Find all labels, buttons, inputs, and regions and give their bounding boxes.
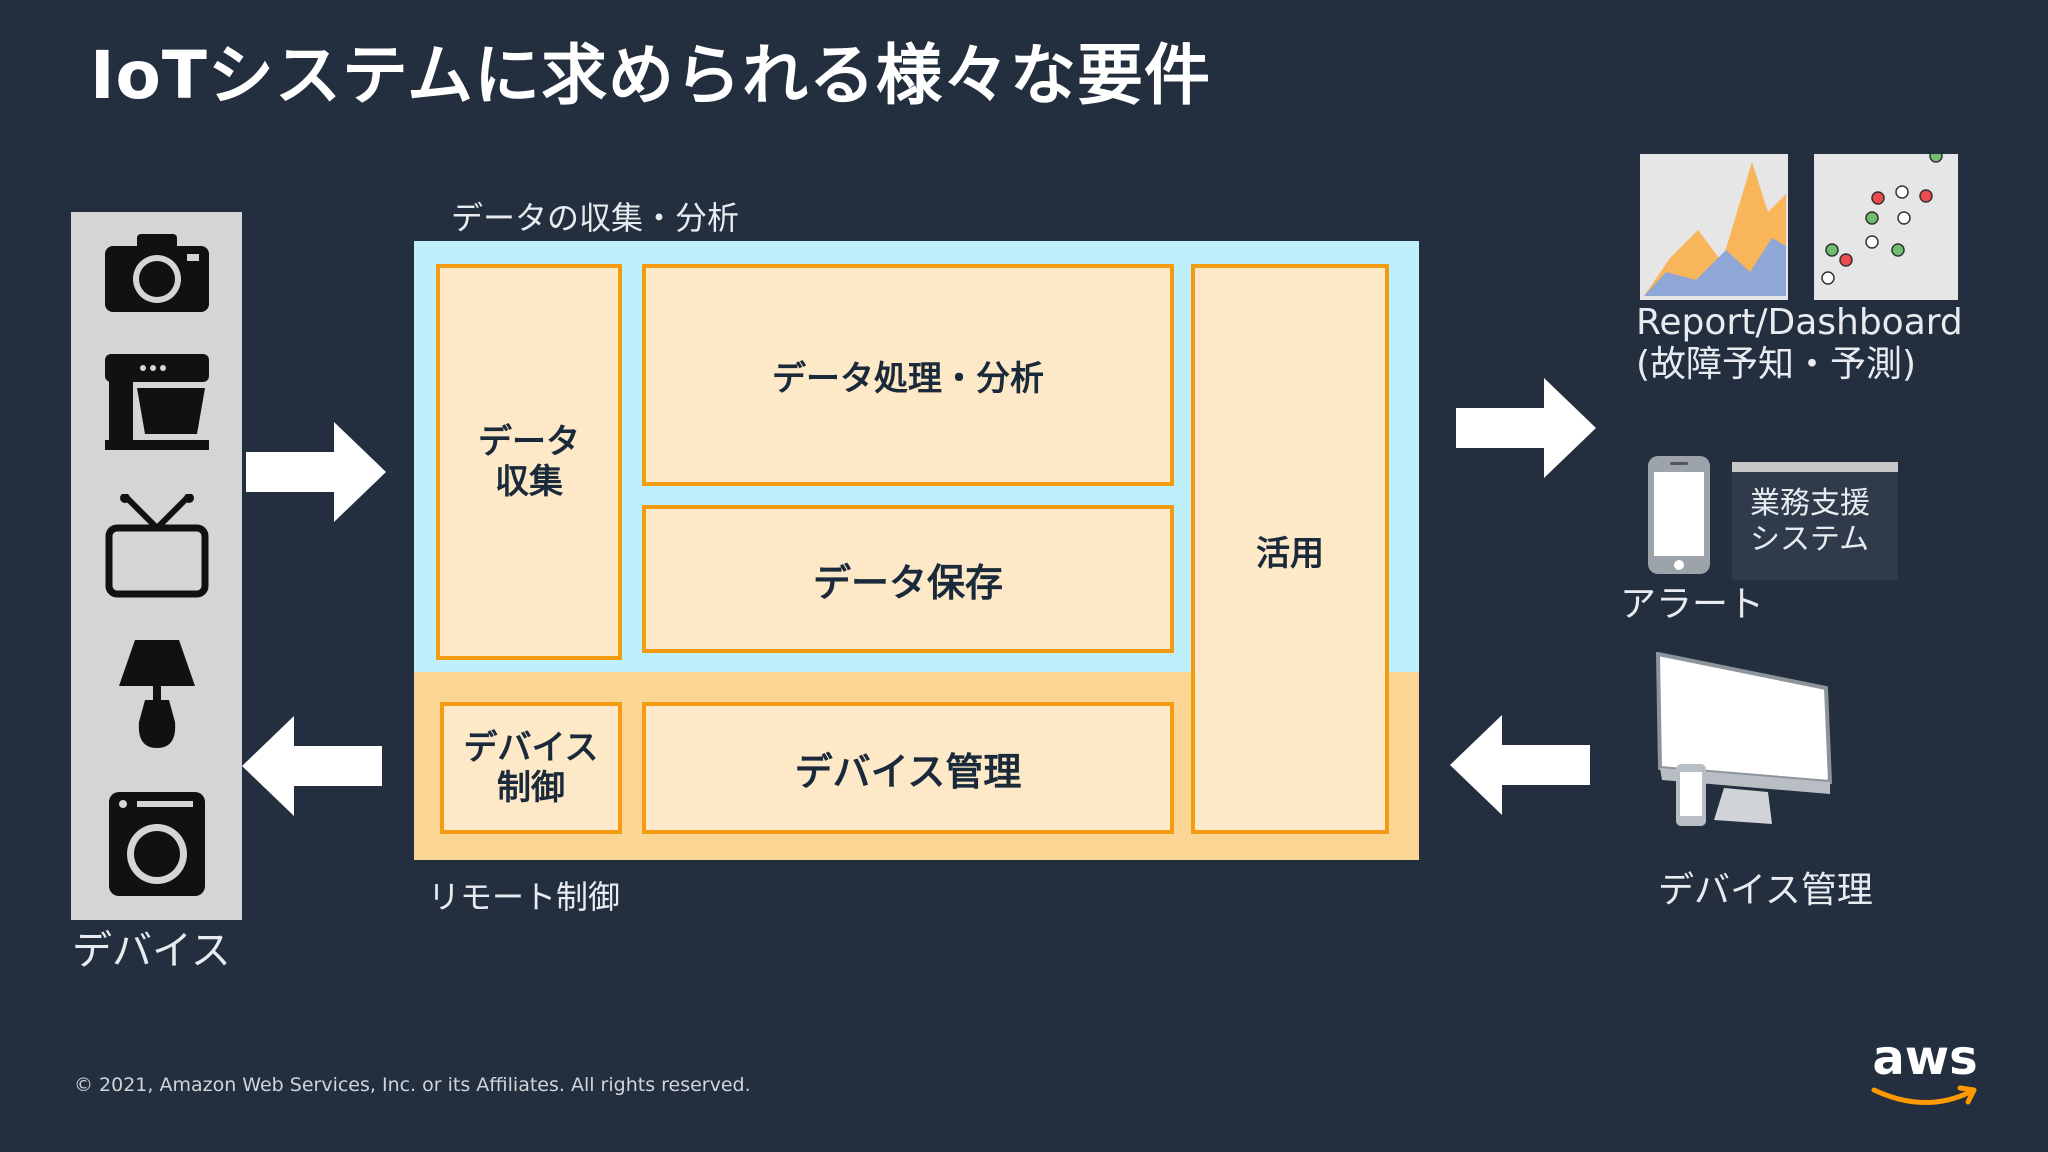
box-utilization: 活用 <box>1191 264 1389 834</box>
box-device-management: デバイス管理 <box>642 702 1174 834</box>
aws-smile-icon <box>1871 1085 1977 1105</box>
arrow-right-to-cloud <box>246 422 386 522</box>
box-data-processing: データ処理・分析 <box>642 264 1174 486</box>
smartphone-icon <box>1648 456 1710 578</box>
failure-prediction-label: (故障予知・予測) <box>1636 344 1917 385</box>
lamp-icon <box>71 640 242 748</box>
arrow-left-from-management <box>1450 715 1590 815</box>
camera-icon <box>71 232 242 312</box>
arrow-right-to-outputs <box>1456 378 1596 478</box>
area-chart-icon <box>1640 154 1788 304</box>
device-column <box>71 212 242 920</box>
arrow-left-to-devices <box>242 716 382 816</box>
page-title: IoTシステムに求められる様々な要件 <box>90 37 1211 114</box>
stand-mixer-icon <box>71 354 242 450</box>
alert-label: アラート <box>1620 584 1765 625</box>
box-device-management-label: デバイス管理 <box>794 749 1022 794</box>
window-title-bar <box>1732 462 1898 472</box>
washing-machine-icon <box>71 792 242 896</box>
box-device-control: デバイス 制御 <box>440 702 622 834</box>
box-device-control-label: デバイス 制御 <box>463 728 599 808</box>
box-data-collection-label: データ 収集 <box>478 422 580 502</box>
box-data-processing-label: データ処理・分析 <box>772 358 1044 399</box>
monitor-and-phone-icon <box>1648 651 1833 844</box>
aws-logo-text: aws <box>1872 1030 1978 1086</box>
system-label: システム <box>1750 522 1870 557</box>
box-data-storage-label: データ保存 <box>812 560 1003 605</box>
business-support-label: 業務支援 <box>1750 486 1870 521</box>
box-utilization-label: 活用 <box>1256 534 1324 574</box>
scatter-chart-icon <box>1814 149 1958 304</box>
aws-logo: aws <box>1870 1034 1980 1114</box>
remote-control-label: リモート制御 <box>428 878 621 916</box>
tv-icon <box>71 494 242 598</box>
business-system-window: 業務支援 システム <box>1732 462 1898 580</box>
copyright: © 2021, Amazon Web Services, Inc. or its… <box>74 1074 751 1096</box>
device-management-label: デバイス管理 <box>1658 870 1873 911</box>
report-dashboard-label: Report/Dashboard <box>1636 302 1963 343</box>
box-data-storage: データ保存 <box>642 505 1174 653</box>
box-data-collection: データ 収集 <box>436 264 622 660</box>
data-collection-analysis-label: データの収集・分析 <box>451 199 740 237</box>
devices-label: デバイス <box>72 928 231 974</box>
